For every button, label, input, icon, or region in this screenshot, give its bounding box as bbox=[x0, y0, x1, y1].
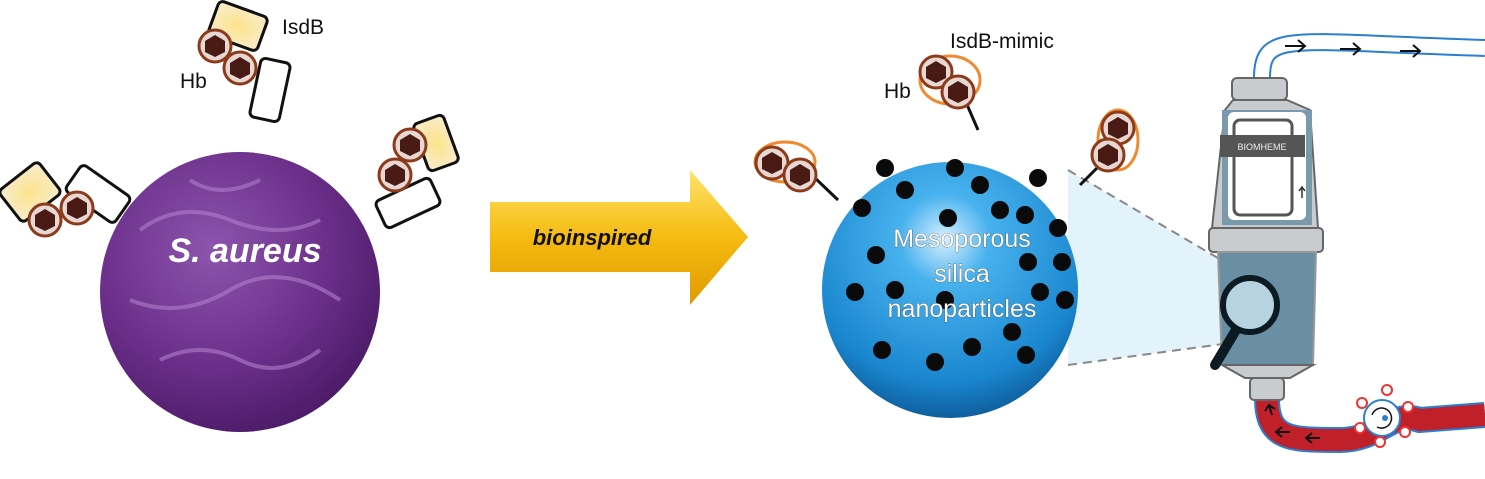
blood-inflow-tube bbox=[1254, 384, 1485, 454]
outflow-tube bbox=[1253, 33, 1485, 79]
hb-label-right: Hb bbox=[884, 80, 911, 103]
isdb-mimic-label: IsdB-mimic bbox=[950, 30, 1054, 53]
mesoporous-silica-nanoparticle bbox=[822, 159, 1078, 418]
blood-cell-cluster bbox=[1354, 384, 1414, 448]
isdb-label: IsdB bbox=[282, 16, 324, 39]
magnifier-icon bbox=[1210, 275, 1280, 370]
isdb-mimic-left bbox=[753, 140, 840, 202]
particle-label-line-1: Mesoporous bbox=[893, 225, 1031, 253]
particle-label-line-3: nanoparticles bbox=[888, 295, 1037, 323]
isdb-receptor-left bbox=[0, 161, 132, 238]
isdb-receptor-top bbox=[197, 0, 292, 124]
arrow-label: bioinspired bbox=[533, 225, 652, 250]
isdb-mimic-top bbox=[918, 54, 982, 131]
isdb-mimic-right bbox=[1078, 108, 1140, 187]
hb-label-left: Hb bbox=[180, 70, 207, 93]
magnification-cone bbox=[1068, 170, 1252, 365]
device-brand-label: BIOMHEME bbox=[1237, 142, 1286, 152]
isdb-receptor-right bbox=[374, 113, 460, 230]
organism-label: S. aureus bbox=[168, 232, 321, 270]
bioinspired-arrow bbox=[490, 170, 748, 305]
s-aureus-cell bbox=[100, 152, 380, 432]
particle-label-line-2: silica bbox=[934, 260, 990, 288]
